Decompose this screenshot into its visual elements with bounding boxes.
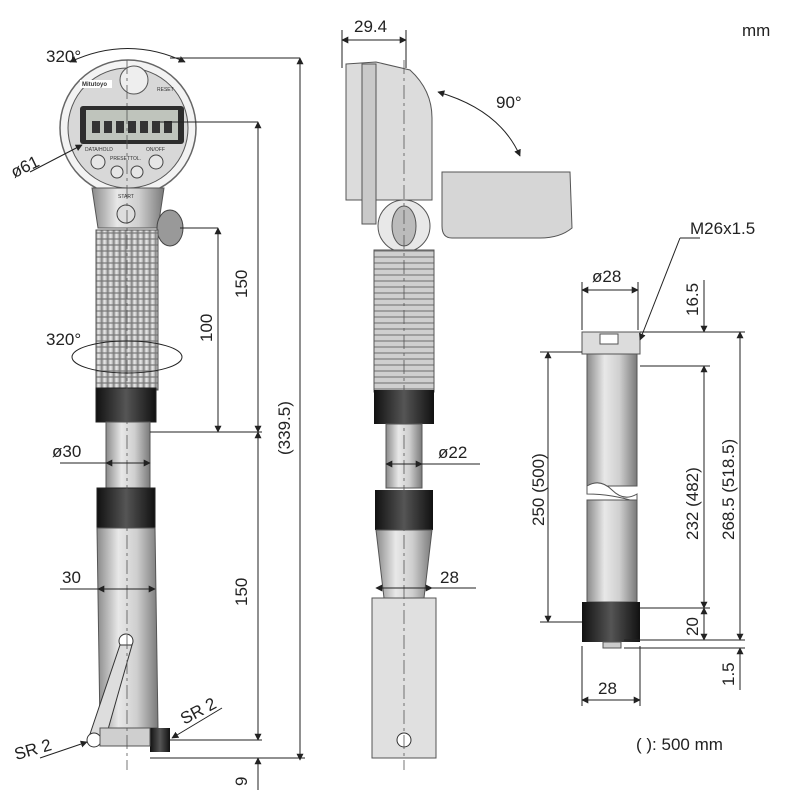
rod-tip xyxy=(602,641,622,649)
rotation-top-label: 320° xyxy=(46,47,81,66)
rod-inner-length-label: 232 (482) xyxy=(683,467,702,540)
swivel-display xyxy=(441,171,573,239)
upper-barrel xyxy=(105,421,151,489)
side-upper-barrel xyxy=(385,423,423,489)
side-dimensions xyxy=(341,30,521,592)
rod-top-length-label: 16.5 xyxy=(683,283,702,316)
rod-knurl xyxy=(582,602,640,642)
contact-left-label: SR 2 xyxy=(12,735,54,764)
sub-length-label: 100 xyxy=(197,314,216,342)
rod-upper-shaft xyxy=(586,353,638,487)
contact-right-label: SR 2 xyxy=(177,694,219,729)
rod-lower-shaft xyxy=(586,499,638,603)
rod-diameter-top-label: ø28 xyxy=(592,267,621,286)
rod-diameter-bottom-label: 28 xyxy=(598,679,617,698)
head-width-label: 29.4 xyxy=(354,17,387,36)
extension-rod xyxy=(581,331,641,649)
rod-bottom-offset-label: 1.5 xyxy=(719,662,738,686)
brand-logo xyxy=(80,80,112,88)
lower-knurl xyxy=(96,487,156,529)
rotation-mid-label: 320° xyxy=(46,330,81,349)
front-view: Mitutoyo RESET DATA/HOLD PRESET TOL. ON/… xyxy=(59,59,197,770)
dial-btn-label-3: TOL. xyxy=(130,156,141,162)
rod-bottom-length-label: 20 xyxy=(683,617,702,636)
front-dimensions xyxy=(29,48,305,790)
side-head-strip xyxy=(361,63,377,225)
footnote: ( ): 500 mm xyxy=(636,735,723,754)
left-contact xyxy=(86,732,102,748)
lower-length-label: 150 xyxy=(232,578,251,606)
swivel-angle-label: 90° xyxy=(496,93,522,112)
start-label: START xyxy=(118,194,134,200)
rod-length-label: 250 (500) xyxy=(529,453,548,526)
upper-knurl xyxy=(95,387,157,423)
brand-text: Mitutoyo xyxy=(82,82,107,88)
dial-top-knob xyxy=(119,65,149,95)
rod-total-length-label: 268.5 (518.5) xyxy=(719,439,738,540)
dial-btn-label-2: PRESET xyxy=(110,156,130,162)
tol-button[interactable] xyxy=(130,165,144,179)
side-knob[interactable] xyxy=(156,209,184,247)
on-off-button[interactable] xyxy=(148,154,164,170)
side-head xyxy=(345,61,433,201)
rod-thread-marker xyxy=(599,333,619,345)
rod-dimensions xyxy=(540,237,745,706)
right-contact xyxy=(150,728,170,752)
side-barrel-diameter-label: ø22 xyxy=(438,443,467,462)
bottom-offset-label: 9 xyxy=(232,777,251,786)
unit-label: mm xyxy=(742,21,770,40)
dial-btn-label-4: ON/OFF xyxy=(146,147,165,153)
lcd-digits xyxy=(92,121,172,133)
data-hold-button[interactable] xyxy=(90,154,106,170)
dial-diameter-label: ø61 xyxy=(8,152,43,182)
start-button[interactable] xyxy=(116,204,136,224)
grip-length-label: 150 xyxy=(232,270,251,298)
dial-btn-label-1: DATA/HOLD xyxy=(85,147,113,153)
thread-label: M26x1.5 xyxy=(690,219,755,238)
side-view xyxy=(345,60,573,770)
barrel-diameter-label: ø30 xyxy=(52,442,81,461)
base-plate xyxy=(99,727,151,747)
side-lower-width-label: 28 xyxy=(440,568,459,587)
total-length-label: (339.5) xyxy=(275,401,294,455)
reset-label: RESET xyxy=(157,87,174,93)
lower-width-label: 30 xyxy=(62,568,81,587)
preset-button[interactable] xyxy=(110,165,124,179)
